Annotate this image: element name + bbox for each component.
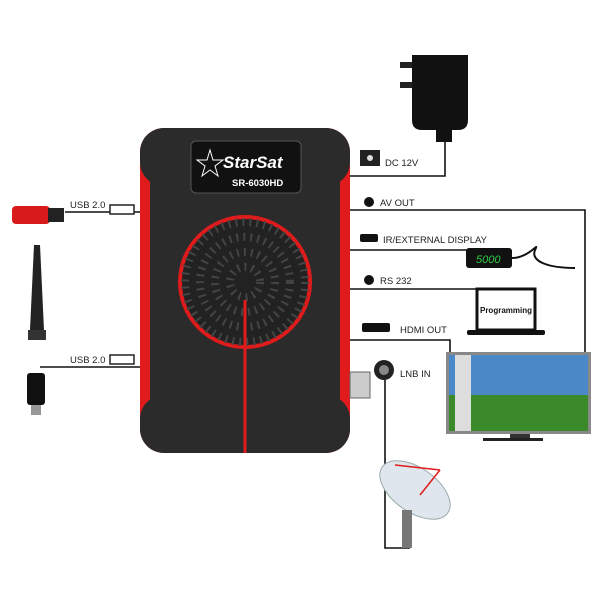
lnb-label: LNB IN	[400, 369, 431, 380]
hdmi-label: HDMI OUT	[400, 325, 447, 336]
dc-line	[350, 128, 446, 177]
star-icon	[195, 148, 225, 178]
hdmi-line	[350, 339, 451, 352]
model-text: SR-6030HD	[232, 178, 283, 189]
ir-label: IR/EXTERNAL DISPLAY	[383, 235, 488, 246]
usb-flash-drive-icon	[12, 206, 64, 224]
rs232-port-icon	[364, 275, 374, 285]
laptop-icon: Programming	[467, 287, 545, 335]
hdmi-port-icon	[360, 234, 378, 242]
laptop-label: Programming	[480, 306, 532, 315]
hdmi-out-port-icon	[362, 323, 390, 332]
av-line	[350, 209, 586, 352]
usb-label-2: USB 2.0	[70, 355, 105, 366]
usb-port-icon	[109, 204, 135, 215]
receiver-box: StarSat SR-6030HD	[140, 128, 350, 453]
wifi-dongle-icon	[27, 245, 46, 415]
rs232-label: RS 232	[380, 276, 412, 287]
satellite-dish-icon	[379, 460, 451, 548]
lnb-line	[384, 380, 410, 549]
usb-label-1: USB 2.0	[70, 200, 105, 211]
power-adapter-icon	[400, 55, 468, 142]
dc-label: DC 12V	[385, 158, 419, 169]
brand-logo-text: StarSat	[223, 153, 284, 172]
connection-lines	[40, 128, 586, 549]
av-label: AV OUT	[380, 198, 415, 209]
external-display-icon: 5000	[466, 246, 576, 269]
tuner-connector-icon	[349, 371, 371, 399]
display-reading: 5000	[476, 254, 501, 266]
tv-icon	[446, 352, 591, 441]
usb-port-icon	[109, 354, 135, 365]
av-jack-icon	[364, 197, 374, 207]
